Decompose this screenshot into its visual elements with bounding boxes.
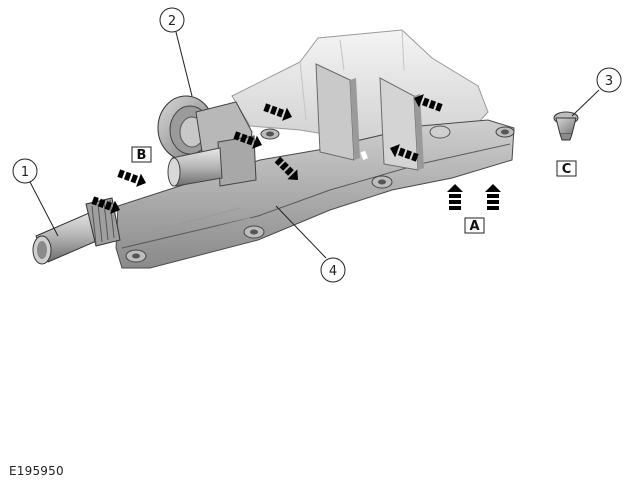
pcv-valve-regulator	[157, 95, 257, 187]
direction-arrow-icon	[447, 184, 463, 210]
callout-2: 2	[159, 7, 185, 33]
leader-lines	[29, 31, 600, 259]
svg-text:A: A	[469, 219, 479, 234]
callout-1: 1	[12, 158, 38, 184]
callout-3: 3	[596, 67, 622, 93]
direction-arrow-icon	[91, 196, 120, 214]
view-label-c: C	[556, 160, 577, 177]
svg-text:4: 4	[329, 264, 337, 279]
direction-arrow-icon	[390, 144, 419, 162]
view-label-a: A	[464, 217, 485, 234]
svg-text:2: 2	[168, 14, 176, 29]
direction-arrow-icon	[274, 156, 298, 180]
direction-arrow-icon	[485, 184, 501, 210]
figure-id: E195950	[9, 464, 64, 478]
direction-arrow-icon	[360, 150, 368, 161]
svg-text:3: 3	[605, 74, 613, 89]
svg-text:B: B	[137, 148, 147, 163]
direction-arrow-icon	[233, 131, 262, 149]
direction-arrow-icon	[414, 94, 443, 112]
flow-arrows	[91, 94, 501, 214]
direction-arrow-icon	[117, 169, 146, 187]
callout-4: 4	[320, 257, 346, 283]
svg-text:C: C	[562, 162, 572, 177]
svg-text:1: 1	[21, 165, 29, 180]
direction-arrow-icon	[263, 103, 292, 121]
retaining-clip	[553, 111, 579, 141]
view-label-b: B	[131, 146, 152, 163]
